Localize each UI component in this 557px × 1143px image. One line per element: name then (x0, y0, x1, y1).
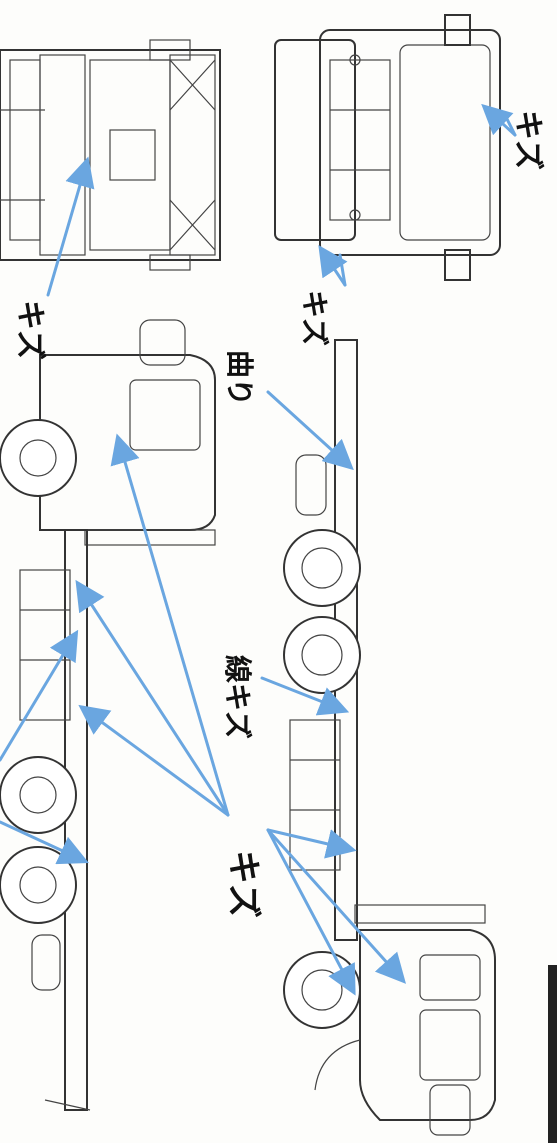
tractor-front-view (274, 14, 501, 281)
label-line-scratch: 線キズ (221, 655, 254, 739)
damage-arrows (0, 103, 517, 996)
label-front-lower: キズ (298, 290, 331, 346)
label-bend-text: 曲り (223, 350, 256, 406)
edge-strip (548, 965, 557, 1143)
label-top-left: キズ (12, 300, 47, 360)
trailer-rear-view (0, 39, 221, 271)
label-bend: 曲り (223, 350, 256, 406)
label-top-right: キズ (510, 110, 545, 170)
side-view-left (0, 319, 216, 1111)
side-view-right (283, 339, 496, 1136)
label-scratch-main: キズ (223, 850, 263, 918)
label-line-scratch-text: 線キズ (221, 655, 254, 739)
label-scratch-front: キズ (298, 290, 331, 346)
label-main-scratch: キズ (223, 850, 263, 918)
label-scratch-top-right: キズ (510, 110, 545, 170)
label-scratch-top-left: キズ (12, 300, 47, 360)
